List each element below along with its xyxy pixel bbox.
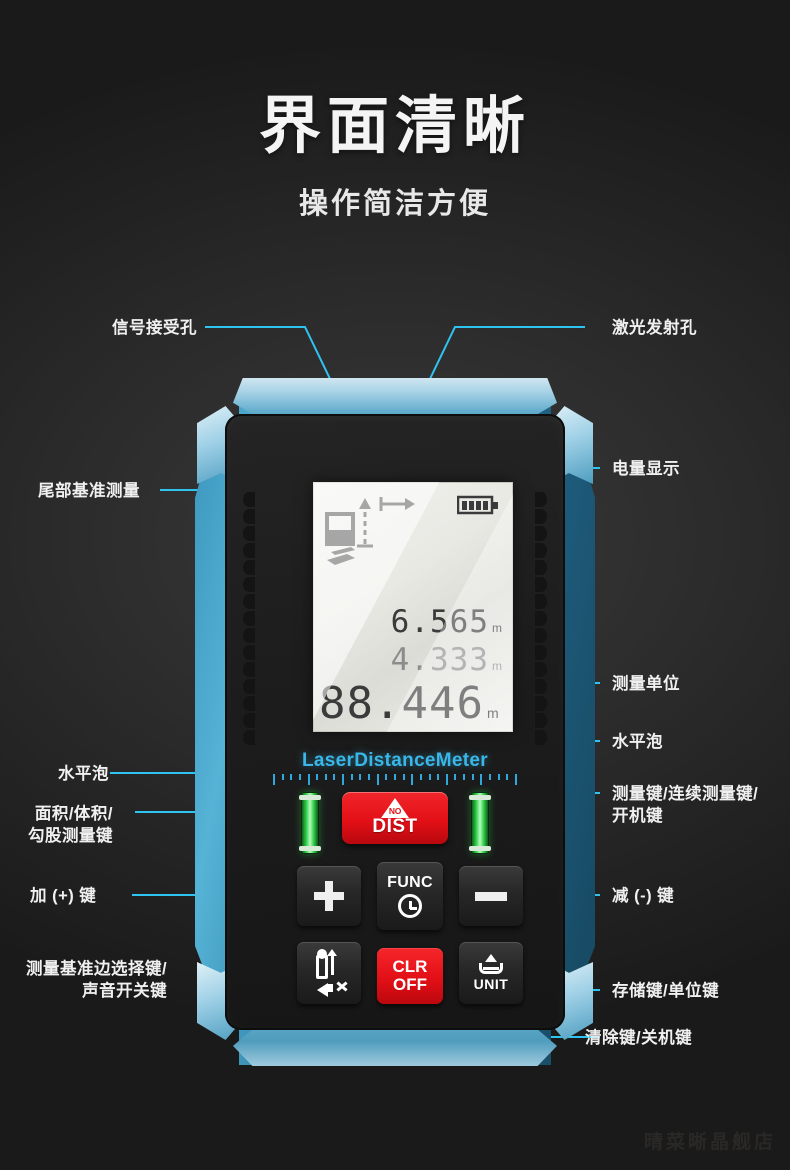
brand-text: LaserDistanceMeter	[302, 750, 488, 771]
unit-button-label: UNIT	[473, 976, 509, 992]
callout-label-memory-unit-key: 存储键/单位键	[612, 982, 720, 1000]
off-label: OFF	[393, 975, 427, 994]
memory-stack-icon	[477, 954, 505, 974]
callout-label-bubble-level-right: 水平泡	[612, 733, 663, 751]
callout-label-area-volume-key: 面积/体积/ 勾股测量键	[28, 805, 113, 846]
func-button[interactable]: FUNC	[377, 862, 443, 930]
func-button-label: FUNC	[387, 874, 433, 891]
grip-texture-right	[535, 492, 547, 745]
reference-edge-mute-icon	[312, 949, 348, 997]
callout-label-battery-display: 电量显示	[612, 460, 680, 478]
callout-label-bubble-level-left: 水平泡	[58, 765, 109, 783]
device-body: 6.565m 4.333m 88.446m LaserDistanceMeter…	[225, 414, 565, 1030]
grip-texture-left	[243, 492, 255, 745]
minus-button[interactable]	[459, 866, 523, 926]
callout-label-plus-key: 加 (+) 键	[30, 887, 97, 905]
callout-label-minus-key: 减 (-) 键	[612, 887, 675, 905]
dist-button-label: DIST	[372, 816, 418, 837]
timer-icon	[398, 894, 422, 918]
page-title: 界面清晰	[258, 92, 531, 161]
callout-label-tail-reference: 尾部基准测量	[38, 482, 140, 500]
laser-emitter-cap	[233, 378, 557, 418]
watermark: 晴菜晰晶舰店	[643, 1132, 776, 1153]
bubble-level-right	[469, 792, 491, 854]
callout-label-measure-unit: 测量单位	[612, 675, 680, 693]
callout-label-laser-hole: 激光发射孔	[612, 319, 697, 337]
tail-reference-cap	[233, 1024, 557, 1066]
callout-label-measure-key: 测量键/连续测量键/ 开机键	[612, 785, 759, 826]
memory-unit-button[interactable]: UNIT	[459, 942, 523, 1004]
minus-icon	[475, 891, 507, 901]
plus-button[interactable]	[297, 866, 361, 926]
lcd-screen: 6.565m 4.333m 88.446m	[313, 482, 513, 732]
reference-sound-button[interactable]	[297, 942, 361, 1004]
dist-measure-button[interactable]: NO DIST	[342, 792, 448, 844]
callout-label-clear-off-key: 清除键/关机键	[585, 1029, 693, 1047]
ruler-scale-decoration	[273, 774, 517, 786]
laser-warning-triangle-icon: NO	[381, 798, 409, 818]
callout-label-signal-hole: 信号接受孔	[112, 319, 197, 337]
callout-label-reference-sound-key: 测量基准边选择键/ 声音开关键	[26, 960, 168, 1001]
page-header: 界面清晰 操作简洁方便	[0, 96, 790, 222]
laser-distance-meter-device: 6.565m 4.333m 88.446m LaserDistanceMeter…	[195, 372, 595, 1072]
clr-label: CLR	[392, 957, 428, 977]
clear-off-button[interactable]: CLR OFF	[377, 948, 443, 1004]
lcd-glass-reflection	[313, 482, 513, 732]
bubble-level-left	[299, 792, 321, 854]
plus-icon	[314, 881, 344, 911]
page-subtitle: 操作简洁方便	[298, 188, 491, 220]
